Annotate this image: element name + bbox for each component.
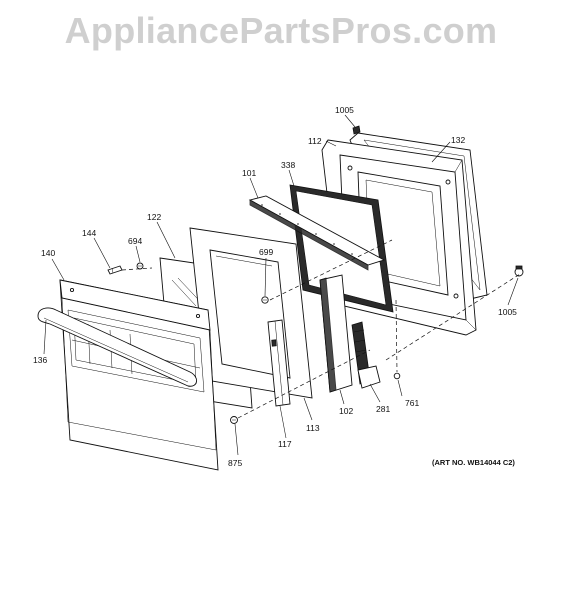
part-1005-screw-top [352, 125, 361, 135]
callout-144: 144 [82, 228, 96, 238]
callout-281: 281 [376, 404, 390, 414]
callout-140: 140 [41, 248, 55, 258]
callout-101: 101 [242, 168, 256, 178]
part-117-hinge-channel [267, 319, 291, 407]
callout-761: 761 [405, 398, 419, 408]
callout-132: 132 [451, 135, 465, 145]
part-102-insulation-block [319, 274, 353, 393]
assembly-lines [121, 239, 521, 419]
callout-694: 694 [128, 236, 142, 246]
art-number-label: (ART NO. WB14044 C2) [432, 458, 515, 467]
part-875-screw [230, 416, 238, 424]
callout-117: 117 [278, 439, 292, 449]
callout-338: 338 [281, 160, 295, 170]
watermark-logo: AppliancePartsPros.com [64, 10, 498, 51]
part-144-screw [107, 265, 123, 275]
callout-1005-right: 1005 [498, 307, 517, 317]
part-694-screw [136, 262, 144, 270]
part-140-outer-door-panel [59, 279, 219, 471]
part-761-screw [393, 372, 401, 380]
callout-112: 112 [308, 136, 322, 146]
callout-122: 122 [147, 212, 161, 222]
callout-1005-top: 1005 [335, 105, 354, 115]
callout-113: 113 [306, 423, 320, 433]
part-101-insulation [248, 195, 386, 271]
part-136-door-handle [37, 307, 197, 387]
leader-lines [43, 114, 519, 456]
part-699-screw [261, 296, 269, 304]
callout-875: 875 [228, 458, 242, 468]
callout-136: 136 [33, 355, 47, 365]
part-1005-screw-right [514, 265, 524, 277]
callout-102: 102 [339, 406, 353, 416]
part-281-hinge [351, 321, 381, 389]
callout-699: 699 [259, 247, 273, 257]
